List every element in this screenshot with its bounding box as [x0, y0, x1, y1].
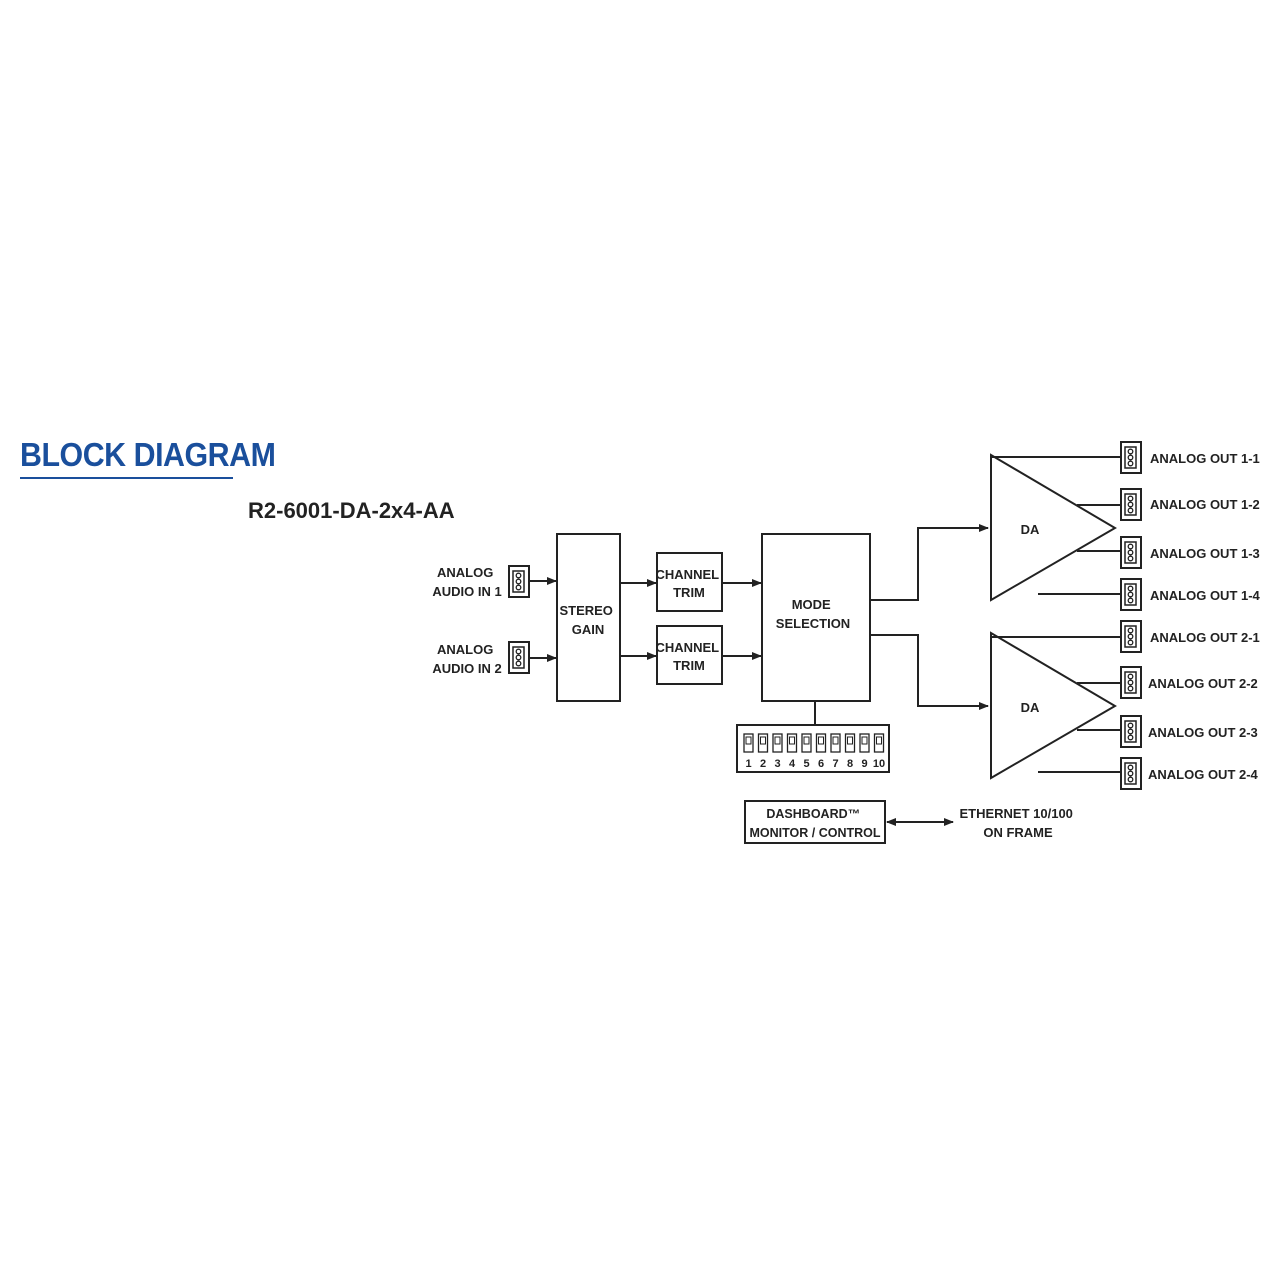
dip-number: 1: [745, 758, 751, 770]
output-1-2-connector-icon: [1120, 488, 1142, 521]
stereo-gain-block: [556, 533, 621, 702]
dip-toggle-knob: [774, 736, 781, 745]
dip-number: 6: [818, 758, 824, 770]
mode-to-da-1-arrow: [870, 524, 989, 601]
output-2-1-label: ANALOG OUT 2-1: [1150, 630, 1260, 645]
ethernet-label: ETHERNET 10/100 ON FRAME: [959, 806, 1076, 840]
dip-number: 5: [803, 758, 809, 770]
output-1-4-label: ANALOG OUT 1-4: [1150, 588, 1261, 603]
dip-toggle-knob: [745, 736, 752, 745]
output-1-3-connector-icon: [1120, 536, 1142, 569]
dip-toggle-knob: [847, 736, 853, 745]
mode-selection-block: [761, 533, 871, 702]
dip-number: 3: [774, 758, 780, 770]
channel-trim-1-block: [656, 552, 723, 612]
dip-toggle-knob: [876, 736, 882, 745]
dip-toggle-10: [873, 733, 885, 753]
output-1-3-label: ANALOG OUT 1-3: [1150, 546, 1260, 561]
channel-trim-2-label: CHANNEL TRIM: [656, 640, 723, 673]
dip-toggle-9: [859, 733, 870, 753]
output-1-2-label: ANALOG OUT 1-2: [1150, 497, 1260, 512]
input-2-connector-icon: [508, 641, 530, 674]
heading-underline: [20, 477, 233, 479]
output-2-2-label: ANALOG OUT 2-2: [1148, 676, 1258, 691]
dashboard-block: [744, 800, 886, 844]
channel-trim-1-label: CHANNEL TRIM: [656, 567, 723, 600]
dip-toggle-6: [815, 733, 827, 753]
output-1-1-label: ANALOG OUT 1-1: [1150, 451, 1260, 466]
da-2-label: DA: [1021, 700, 1040, 715]
dip-toggle-2: [757, 733, 769, 753]
output-2-3-connector-icon: [1120, 715, 1142, 748]
dip-toggle-knob: [803, 736, 810, 745]
dip-toggle-knob: [789, 736, 795, 745]
da-1-label: DA: [1021, 522, 1040, 537]
block-diagram-heading: BLOCK DIAGRAM: [20, 436, 276, 473]
input-1-connector-icon: [508, 565, 530, 598]
dip-toggle-8: [844, 733, 856, 753]
input-1-label: ANALOG AUDIO IN 1: [432, 565, 501, 599]
dip-number: 9: [861, 758, 867, 770]
mode-to-da-2-arrow: [870, 634, 989, 710]
output-2-3-label: ANALOG OUT 2-3: [1148, 725, 1258, 740]
dashboard-label: DASHBOARD™ MONITOR / CONTROL: [749, 807, 880, 840]
dip-toggle-knob: [832, 736, 839, 745]
input-2-label: ANALOG AUDIO IN 2: [432, 642, 501, 676]
output-2-4-label: ANALOG OUT 2-4: [1148, 767, 1259, 782]
output-1-4-connector-icon: [1120, 578, 1142, 611]
dip-toggle-3: [772, 733, 783, 753]
dip-toggle-knob: [818, 736, 824, 745]
dip-toggle-knob: [760, 736, 766, 745]
output-lines: [991, 456, 1121, 773]
dip-number: 2: [760, 758, 766, 770]
output-2-2-connector-icon: [1120, 666, 1142, 699]
dip-number: 10: [873, 758, 885, 770]
dip-toggle-7: [830, 733, 841, 753]
dip-number: 8: [847, 758, 853, 770]
dip-toggle-5: [801, 733, 812, 753]
channel-trim-2-block: [656, 625, 723, 685]
dip-toggle-knob: [861, 736, 868, 745]
model-number: R2-6001-DA-2x4-AA: [248, 498, 455, 523]
dip-number: 7: [832, 758, 838, 770]
da-1-amplifier: [990, 453, 1117, 602]
stereo-gain-label: STEREO GAIN: [559, 603, 616, 637]
mode-selection-label: MODE SELECTION: [776, 597, 850, 631]
output-2-4-connector-icon: [1120, 757, 1142, 790]
da-2-amplifier: [990, 631, 1117, 780]
output-2-1-connector-icon: [1120, 620, 1142, 653]
output-1-1-connector-icon: [1120, 441, 1142, 474]
dip-toggle-1: [743, 733, 754, 753]
dip-toggle-4: [786, 733, 798, 753]
dip-number: 4: [789, 758, 796, 770]
